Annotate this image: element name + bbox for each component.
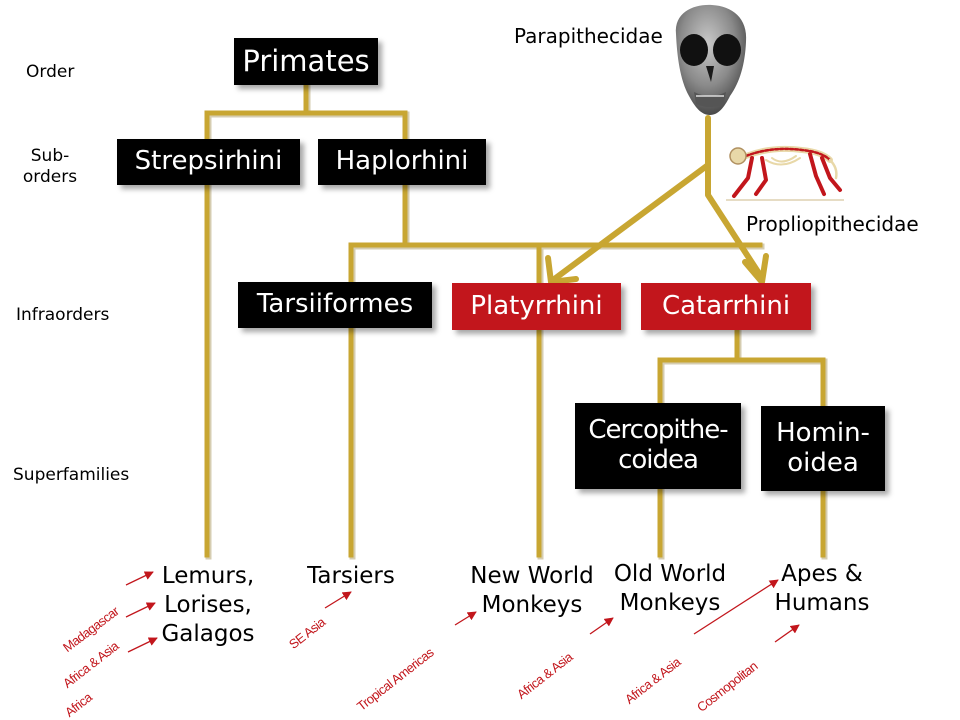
leaf-new-world-line1: New World [470, 563, 594, 589]
taxon-strepsirhini: Strepsirhini [117, 139, 300, 185]
leaf-apes-line2: Humans [774, 590, 870, 616]
fossil-propliopithecidae-label: Propliopithecidae [746, 212, 919, 236]
skeleton-icon [726, 145, 844, 201]
rank-suborders: Sub- orders [22, 146, 78, 188]
leaf-tarsiers-line1: Tarsiers [307, 563, 395, 589]
taxon-haplorhini: Haplorhini [318, 139, 486, 185]
rank-suborders-line1: Sub- [30, 146, 70, 166]
leaf-new-world-line2: Monkeys [481, 592, 583, 618]
leaf-apes-line1: Apes & [781, 561, 863, 587]
taxon-primates: Primates [234, 38, 378, 85]
fossil-parapithecidae-label: Parapithecidae [514, 24, 663, 48]
leaf-lemurs-line2: Lorises, [164, 592, 252, 618]
taxon-cercopithecoidea-line2: coidea [618, 445, 699, 475]
leaf-old-world-line1: Old World [613, 561, 727, 587]
taxon-hominoidea-line1: Homin- [776, 417, 870, 448]
leaf-lemurs: Lemurs, Lorises, Galagos [150, 562, 266, 649]
leaf-lemurs-line1: Lemurs, [161, 563, 255, 589]
leaf-apes-humans: Apes & Humans [762, 560, 882, 618]
taxon-platyrrhini: Platyrrhini [452, 283, 621, 330]
leaf-old-world-monkeys: Old World Monkeys [600, 560, 740, 618]
skull-icon [675, 4, 747, 115]
rank-superfamilies: Superfamilies [13, 465, 130, 485]
rank-infraorders: Infraorders [16, 305, 110, 325]
taxon-hominoidea-line2: oidea [787, 447, 859, 478]
taxon-hominoidea: Homin- oidea [761, 406, 885, 491]
rank-order: Order [26, 62, 75, 82]
taxon-cercopithecoidea-line1: Cercopithe- [588, 415, 728, 446]
leaf-tarsiers: Tarsiers [296, 562, 406, 591]
rank-suborders-line2: orders [22, 167, 78, 187]
leaf-lemurs-line3: Galagos [161, 621, 255, 647]
taxon-tarsiiformes: Tarsiiformes [238, 282, 432, 328]
leaf-old-world-line2: Monkeys [619, 590, 721, 616]
leaf-new-world-monkeys: New World Monkeys [462, 562, 602, 620]
taxon-catarrhini: Catarrhini [641, 283, 811, 330]
taxon-cercopithecoidea: Cercopithe- coidea [575, 403, 741, 489]
